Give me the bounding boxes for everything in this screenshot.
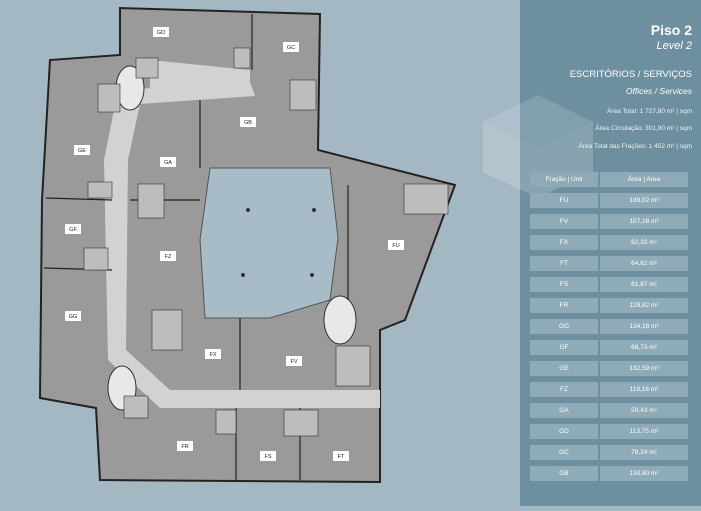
unit-cell: FR: [530, 298, 598, 313]
atrium-column: [310, 273, 314, 277]
atrium-column: [241, 273, 245, 277]
area-cell: 64,62 m²: [600, 256, 688, 271]
header-unit: Fração | Unit: [530, 172, 598, 187]
svg-text:GE: GE: [78, 148, 86, 154]
floor-plan-drawing: GD GC GB GE GA GF FZ GG FU FX FV FR FS F…: [38, 6, 457, 484]
area-cell: 119,16 m²: [600, 382, 688, 397]
svg-text:GC: GC: [287, 45, 295, 51]
area-cell: 78,24 m²: [600, 445, 688, 460]
floor-subtitle: Level 2: [656, 40, 692, 52]
unit-cell: GE: [530, 361, 598, 376]
info-panel: Piso 2 Level 2 ESCRITÓRIOS / SERVIÇOS Of…: [483, 0, 701, 506]
svg-text:GD: GD: [157, 30, 165, 36]
svg-text:FS: FS: [264, 454, 271, 460]
atrium-column: [312, 208, 316, 212]
svg-text:FX: FX: [209, 352, 216, 358]
area-cell: 132,59 m²: [600, 361, 688, 376]
unit-cell: GB: [530, 466, 598, 481]
unit-cell: FT: [530, 256, 598, 271]
atrium: [199, 167, 339, 319]
svg-text:FV: FV: [290, 359, 297, 365]
category-title: ESCRITÓRIOS / SERVIÇOS: [569, 69, 692, 80]
svg-text:FU: FU: [392, 243, 399, 249]
area-cell: 134,18 m²: [600, 319, 688, 334]
area-cell: 107,18 m²: [600, 214, 688, 229]
category-subtitle: Offices / Services: [625, 86, 692, 96]
area-cell: 61,87 m²: [600, 277, 688, 292]
svg-text:FT: FT: [338, 454, 345, 460]
svg-text:GB: GB: [244, 120, 252, 126]
floor-title: Piso 2: [650, 22, 692, 38]
svg-text:FR: FR: [181, 444, 188, 450]
unit-cell: FS: [530, 277, 598, 292]
atrium-column: [246, 208, 250, 212]
stat-circulation-area: Área Circulação: 301,90 m² | sqm: [595, 125, 692, 132]
table-header-row: Fração | Unit Área | Area: [530, 172, 688, 187]
area-cell: 59,43 m²: [600, 403, 688, 418]
unit-cell: FV: [530, 214, 598, 229]
unit-cell: FU: [530, 193, 598, 208]
unit-cell: GD: [530, 424, 598, 439]
area-cell: 189,02 m²: [600, 193, 688, 208]
svg-text:GF: GF: [69, 227, 77, 233]
unit-labels: GD GC GB GE GA GF FZ GG FU FX FV FR FS F…: [65, 27, 404, 461]
area-cell: 68,73 m²: [600, 340, 688, 355]
unit-cell: GA: [530, 403, 598, 418]
area-cell: 129,82 m²: [600, 298, 688, 313]
unit-cell: GG: [530, 319, 598, 334]
area-cell: 62,33 m²: [600, 235, 688, 250]
svg-text:GG: GG: [69, 314, 78, 320]
fixtures: [83, 47, 449, 437]
area-cell: 113,75 m²: [600, 424, 688, 439]
stat-total-area: Área Total: 1 727,80 m² | sqm: [606, 108, 692, 115]
floor-plan: GD GC GB GE GA GF FZ GG FU FX FV FR FS F…: [38, 6, 457, 484]
header-area: Área | Area: [600, 172, 688, 187]
corridor-north: [150, 60, 250, 95]
unit-cell: FZ: [530, 382, 598, 397]
area-cell: 130,80 m²: [600, 466, 688, 481]
unit-cell: FX: [530, 235, 598, 250]
stat-fractions-area: Área Total das Frações: 1 452 m² | sqm: [578, 143, 692, 150]
svg-text:GA: GA: [164, 160, 172, 166]
svg-text:FZ: FZ: [165, 254, 172, 260]
unit-cell: GF: [530, 340, 598, 355]
unit-cell: GC: [530, 445, 598, 460]
stair-core: [323, 295, 357, 345]
